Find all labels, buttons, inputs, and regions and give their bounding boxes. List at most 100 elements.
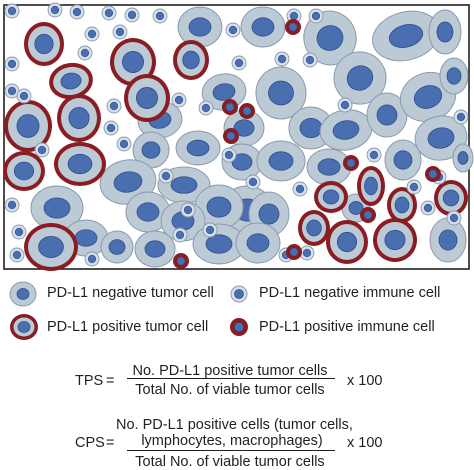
neg-immune-cell [366, 147, 382, 163]
pos-tumor-cell [3, 151, 45, 191]
neg-tumor-cell [439, 57, 469, 95]
cps-label: CPS [75, 435, 105, 451]
neg-immune-cell [446, 210, 462, 226]
neg-tumor-cell [303, 10, 357, 66]
neg-immune-cell [171, 92, 187, 108]
neg-immune-cell [9, 247, 25, 263]
pos-immune-cell [286, 244, 302, 260]
tps-numerator: No. PD-L1 positive tumor cells [132, 363, 328, 379]
neg-tumor-cell [414, 115, 468, 161]
neg-tumor-cell [240, 6, 286, 48]
neg-immune-cell [406, 179, 422, 195]
neg-immune-cell [34, 142, 50, 158]
neg-immune-cell [4, 197, 20, 213]
neg-immune-cell [16, 88, 32, 104]
neg-tumor-cell [125, 191, 171, 233]
neg-immune-cell [84, 26, 100, 42]
neg-tumor-cell [175, 130, 221, 166]
neg-immune-cell [453, 109, 469, 125]
neg-immune-cell [112, 24, 128, 40]
legend-icon-neg-tumor [9, 281, 37, 307]
neg-immune-cell [116, 136, 132, 152]
neg-immune-cell [245, 174, 261, 190]
pos-tumor-cell [124, 74, 170, 122]
neg-tumor-cell [134, 230, 176, 268]
neg-immune-cell [308, 8, 324, 24]
neg-tumor-cell [132, 131, 170, 169]
neg-immune-cell [158, 168, 174, 184]
legend-icon-pos-immune [230, 318, 248, 336]
cps-multiplier: x 100 [347, 435, 383, 451]
legend-label-neg-immune: PD-L1 negative immune cell [259, 285, 441, 301]
neg-immune-cell [202, 222, 218, 238]
pos-immune-cell [239, 103, 255, 119]
cps-equals: = [106, 435, 115, 451]
neg-immune-cell [103, 120, 119, 136]
legend-label-pos-immune: PD-L1 positive immune cell [259, 319, 435, 335]
neg-immune-cell [225, 22, 241, 38]
tps-label: TPS [75, 373, 104, 389]
neg-tumor-cell [452, 143, 474, 173]
pos-tumor-cell [49, 62, 93, 100]
neg-immune-cell [198, 100, 214, 116]
neg-tumor-cell [30, 185, 84, 231]
pos-immune-cell [173, 253, 189, 269]
neg-tumor-cell [235, 222, 281, 264]
tps-equals: = [106, 373, 115, 389]
neg-immune-cell [221, 147, 237, 163]
pos-immune-cell [343, 155, 359, 171]
neg-tumor-cell [100, 230, 134, 264]
neg-tumor-cell [428, 9, 462, 55]
neg-tumor-cell [384, 139, 422, 181]
neg-immune-cell [420, 200, 436, 216]
neg-tumor-cell [333, 51, 387, 105]
neg-immune-cell [302, 52, 318, 68]
pos-tumor-cell [110, 38, 156, 86]
neg-immune-cell [4, 83, 20, 99]
pos-immune-cell [223, 128, 239, 144]
pos-tumor-cell [326, 220, 368, 264]
neg-immune-cell [152, 8, 168, 24]
pos-immune-cell [425, 166, 441, 182]
legend-icon-pos-tumor [10, 314, 38, 340]
cell-field [3, 2, 474, 271]
neg-immune-cell [124, 7, 140, 23]
pos-tumor-cell [298, 210, 330, 246]
neg-immune-cell [4, 3, 20, 19]
neg-immune-cell [101, 5, 117, 21]
tps-denominator: Total No. of viable tumor cells [135, 382, 325, 398]
neg-immune-cell [180, 202, 196, 218]
pos-tumor-cell [24, 22, 64, 66]
neg-immune-cell [292, 181, 308, 197]
pos-tumor-cell [24, 223, 78, 271]
cps-numerator-line1: No. PD-L1 positive cells (tumor cells, [116, 417, 353, 433]
legend-icon-neg-immune [230, 285, 248, 303]
neg-immune-cell [69, 4, 85, 20]
pos-immune-cell [222, 99, 238, 115]
neg-immune-cell [172, 227, 188, 243]
neg-tumor-cell [319, 109, 373, 151]
pos-tumor-cell [54, 142, 106, 186]
neg-immune-cell [106, 98, 122, 114]
neg-tumor-cell [256, 140, 306, 182]
neg-immune-cell [274, 51, 290, 67]
legend-label-pos-tumor: PD-L1 positive tumor cell [47, 319, 209, 335]
neg-immune-cell [231, 55, 247, 71]
pos-tumor-cell [314, 181, 348, 213]
neg-tumor-cell [177, 6, 223, 48]
pos-tumor-cell [387, 187, 417, 223]
neg-immune-cell [4, 56, 20, 72]
tps-multiplier: x 100 [347, 373, 383, 389]
neg-immune-cell [337, 97, 353, 113]
tps-fraction-line [127, 378, 335, 380]
pos-tumor-cell [4, 100, 52, 152]
neg-tumor-cell [429, 217, 467, 263]
pos-tumor-cell [357, 166, 385, 206]
cps-numerator-line2: lymphocytes, macrophages) [141, 433, 323, 449]
legend-label-neg-tumor: PD-L1 negative tumor cell [47, 285, 214, 301]
neg-immune-cell [47, 2, 63, 18]
neg-tumor-cell [255, 66, 307, 120]
pos-tumor-cell [57, 94, 101, 142]
pos-tumor-cell [434, 180, 468, 216]
